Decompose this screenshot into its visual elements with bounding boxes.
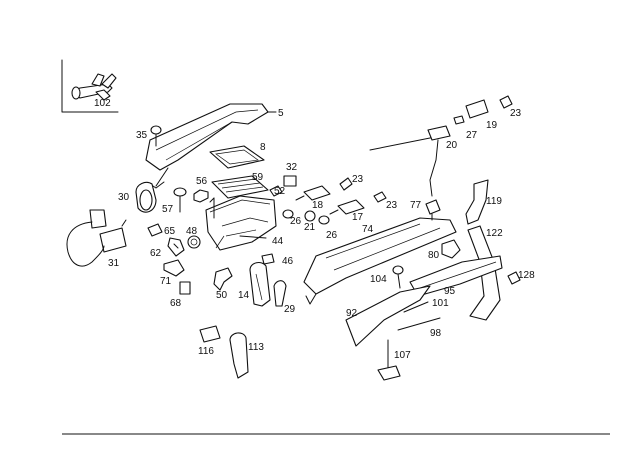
part-label-26a: 26	[290, 216, 302, 227]
bracket-62-drawing	[167, 237, 185, 257]
part-label-107: 107	[394, 350, 411, 361]
actuator-17-drawing	[329, 199, 365, 215]
part-label-62: 62	[150, 248, 162, 259]
clip-65-drawing	[147, 223, 163, 237]
part-label-46: 46	[282, 256, 294, 267]
part-label-104: 104	[370, 274, 387, 285]
bulb-23c-drawing	[499, 95, 513, 109]
hose-113-drawing	[229, 332, 249, 379]
clip-27-drawing	[453, 115, 465, 125]
sensor-31-drawing	[66, 209, 127, 267]
part-label-32: 32	[286, 162, 298, 173]
cable-20-drawing	[369, 125, 451, 197]
part-label-26b: 26	[326, 230, 338, 241]
switch-19-drawing	[465, 99, 489, 119]
part-label-44: 44	[272, 236, 284, 247]
clip-52-drawing	[269, 185, 283, 197]
part-label-102: 102	[94, 98, 111, 109]
part-label-48: 48	[186, 226, 198, 237]
part-label-116: 116	[198, 346, 214, 357]
part-label-14: 14	[238, 290, 250, 301]
part-label-52: 52	[274, 186, 286, 197]
screw-104-drawing	[392, 265, 404, 289]
part-label-71: 71	[160, 276, 172, 287]
inset-box-102	[61, 59, 119, 113]
part-label-113: 113	[248, 342, 264, 353]
part-label-128: 128	[518, 270, 535, 281]
part-label-80: 80	[428, 250, 440, 261]
part-label-20: 20	[446, 140, 458, 151]
duct-cover-5-drawing	[145, 103, 277, 189]
air-duct-74-drawing	[303, 217, 457, 305]
part-label-29: 29	[284, 304, 296, 315]
part-label-19: 19	[486, 120, 498, 131]
bracket-107-drawing	[377, 339, 401, 381]
trim-92-drawing	[345, 285, 431, 347]
clip-128-drawing	[507, 271, 521, 285]
filter-59-drawing	[211, 175, 269, 199]
nut-21-drawing	[304, 210, 316, 222]
screw-35-drawing	[150, 125, 162, 147]
part-label-23c: 23	[510, 108, 522, 119]
part-label-31: 31	[108, 258, 120, 269]
push-rivet-102-drawing	[71, 73, 117, 101]
nut-56-drawing	[193, 189, 209, 203]
part-label-21: 21	[304, 222, 316, 233]
part-label-35: 35	[136, 130, 148, 141]
part-label-5: 5	[278, 108, 284, 119]
washer-26b-drawing	[318, 215, 330, 225]
screw-57-drawing	[173, 187, 187, 213]
part-label-74: 74	[362, 224, 374, 235]
clip-46-drawing	[261, 253, 275, 265]
part-label-30: 30	[118, 192, 130, 203]
connector-50-drawing	[213, 267, 233, 291]
clip-32-drawing	[283, 175, 297, 187]
part-label-50: 50	[216, 290, 228, 301]
filter-8-drawing	[209, 145, 265, 169]
part-label-23a: 23	[352, 174, 364, 185]
part-label-65: 65	[164, 226, 176, 237]
housing-44-drawing	[205, 195, 277, 251]
bulb-23a-drawing	[339, 177, 353, 191]
strip-101-drawing	[403, 301, 429, 313]
part-label-59: 59	[252, 172, 264, 183]
actuator-18-drawing	[295, 185, 331, 201]
bulb-23b-drawing	[373, 191, 387, 203]
part-label-95: 95	[444, 286, 456, 297]
part-label-18: 18	[312, 200, 324, 211]
part-label-56: 56	[196, 176, 208, 187]
part-label-23b: 23	[386, 200, 398, 211]
part-labels: 102 5 35 8 32 59 56 52 30 57 48 44 65 62…	[94, 98, 535, 361]
hose-14-drawing	[249, 261, 271, 307]
part-label-57: 57	[162, 204, 174, 215]
strip-98-drawing	[397, 317, 441, 331]
hose-119-drawing	[465, 179, 489, 225]
part-label-17: 17	[352, 212, 364, 223]
clip-77-drawing	[425, 199, 441, 221]
part-label-92: 92	[346, 308, 358, 319]
hose-29-drawing	[273, 280, 287, 307]
grommet-48-drawing	[187, 235, 201, 249]
part-label-27: 27	[466, 130, 478, 141]
grommet-30-drawing	[135, 181, 157, 213]
washer-26a-drawing	[282, 209, 294, 219]
part-label-101: 101	[432, 298, 449, 309]
valve-80-drawing	[441, 239, 461, 259]
part-label-119: 119	[486, 196, 502, 207]
clip-116-drawing	[199, 325, 221, 343]
part-label-77: 77	[410, 200, 422, 211]
part-label-122: 122	[486, 228, 503, 239]
part-label-68: 68	[170, 298, 182, 309]
part-label-98: 98	[430, 328, 442, 339]
clip-68-drawing	[179, 281, 191, 295]
part-label-8: 8	[260, 142, 266, 153]
bracket-71-drawing	[163, 259, 185, 277]
